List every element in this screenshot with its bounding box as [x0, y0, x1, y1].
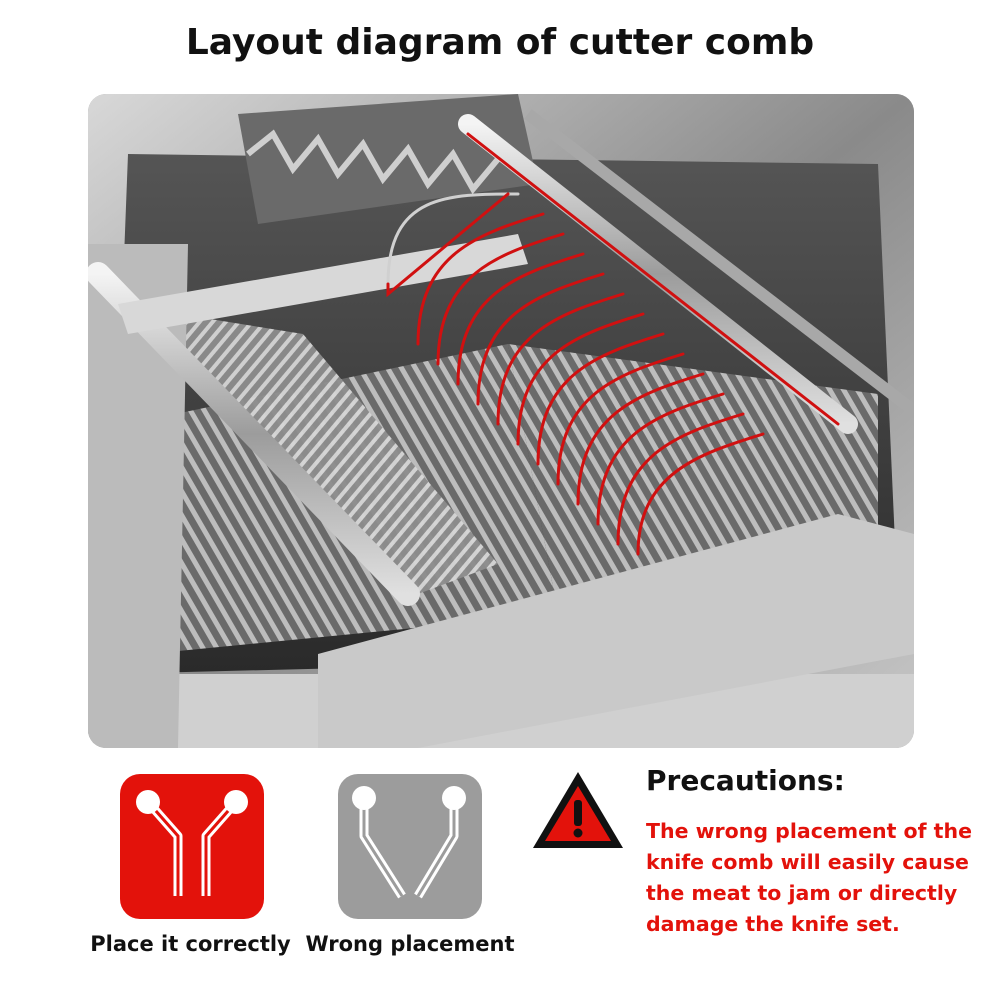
comb-wrong-icon [338, 774, 482, 919]
warning-triangle-icon [530, 768, 626, 852]
caption-correct: Place it correctly [90, 932, 291, 956]
page-title: Layout diagram of cutter comb [185, 22, 815, 63]
precautions-title: Precautions: [646, 764, 845, 797]
cutter-comb-photo [88, 94, 914, 748]
precautions-text: The wrong placement of the knife comb wi… [646, 819, 972, 936]
caption-wrong: Wrong placement [305, 932, 515, 956]
comb-correct-icon [120, 774, 264, 919]
